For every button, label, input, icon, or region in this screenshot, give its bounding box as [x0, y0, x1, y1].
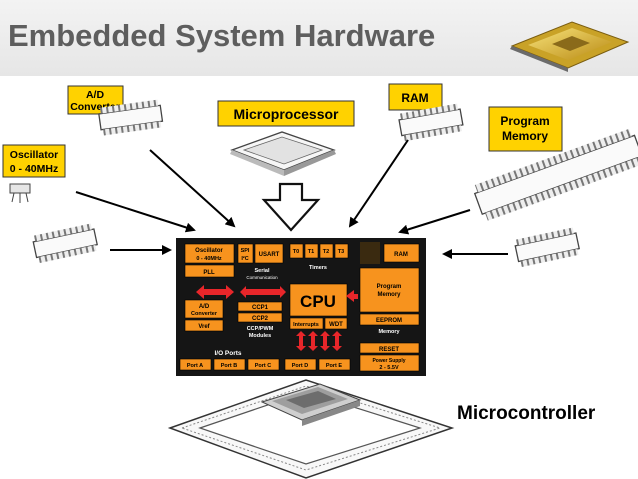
ram-chip: [398, 103, 464, 142]
microcontroller-package: [167, 379, 455, 479]
connection-arrows: [75, 139, 508, 259]
mcu-usart: USART: [259, 252, 280, 258]
bus-arrows: [196, 285, 358, 351]
mcu-cpu: CPU: [300, 292, 336, 311]
left-chip: [32, 223, 98, 263]
mcu-interrupts: Interrupts: [293, 322, 319, 328]
big-down-arrow: [261, 182, 321, 232]
mcu-memory-label: Memory: [378, 329, 400, 335]
mcu-timer-3: T3: [338, 249, 344, 255]
adc-label-line1: A/D: [86, 89, 105, 101]
mcu-port-e: Port E: [326, 363, 343, 369]
ram-label: RAM: [388, 83, 443, 111]
program-memory-label: Program Memory: [488, 106, 563, 152]
arrow-oscillator: [75, 191, 196, 233]
oscillator-label-line1: Oscillator: [10, 149, 58, 161]
mcu-i2c: I²C: [241, 255, 248, 262]
mcu-eeprom: EEPROM: [376, 318, 402, 324]
mcu-serial-line2: Communication: [246, 275, 278, 280]
microprocessor-label: Microprocessor: [217, 100, 355, 127]
mcu-program-memory-line2: Memory: [377, 292, 401, 298]
mcu-reset: RESET: [379, 347, 399, 353]
arrow-adc: [149, 149, 236, 228]
mcu-timers-label: Timers: [309, 265, 327, 271]
program-memory-chip: [473, 128, 638, 221]
header-cpu-image: [510, 21, 630, 72]
adc-chip: [98, 99, 164, 136]
mcu-osc-line1: Oscillator: [195, 248, 223, 254]
right-chip: [514, 227, 580, 267]
mcu-ccp1: CCP1: [252, 305, 269, 311]
mcu-port-b: Port B: [221, 363, 238, 369]
mcu-osc-line2: 0 - 40MHz: [196, 256, 222, 262]
mcu-vref: Vref: [198, 324, 210, 330]
mcu-pll: PLL: [203, 270, 215, 276]
mcu-adc-line2: Converter: [191, 311, 218, 317]
mcu-io-ports: I/O Ports: [214, 350, 241, 357]
mcu-ccp-modules-line2: Modules: [249, 333, 271, 339]
ram-label-text: RAM: [401, 91, 428, 105]
mcu-block-diagram: Oscillator 0 - 40MHz PLL SPI I²C USART S…: [176, 238, 426, 376]
oscillator-label-line2: 0 - 40MHz: [10, 163, 58, 175]
mcu-power-line2: 2 - 5.5V: [379, 365, 399, 371]
mcu-wdt: WDT: [329, 322, 343, 328]
oscillator-crystal: [9, 183, 31, 203]
microprocessor-label-text: Microprocessor: [233, 106, 339, 122]
mcu-port-a: Port A: [187, 363, 203, 369]
program-memory-label-line2: Memory: [502, 129, 548, 143]
arrow-ram: [348, 139, 409, 228]
mcu-spi: SPI: [241, 248, 250, 254]
microcontroller-label: Microcontroller: [457, 403, 596, 424]
arrow-program-memory: [398, 209, 471, 235]
oscillator-label: Oscillator 0 - 40MHz: [2, 144, 66, 178]
mcu-port-c: Port C: [255, 363, 272, 369]
mcu-adc-line1: A/D: [199, 304, 210, 310]
mcu-timer-2: T2: [323, 249, 329, 255]
mcu-ccp-modules-line1: CCP/PWM: [247, 326, 274, 332]
mcu-ccp2: CCP2: [252, 316, 269, 322]
slide-title: Embedded System Hardware: [8, 18, 436, 53]
mcu-ram: RAM: [394, 252, 408, 258]
mcu-program-memory-line1: Program: [377, 284, 402, 290]
mcu-timer-0: T0: [293, 249, 299, 255]
program-memory-label-line1: Program: [500, 114, 549, 128]
mcu-timer-1: T1: [308, 249, 314, 255]
mcu-port-d: Port D: [292, 363, 309, 369]
mcu-power-line1: Power Supply: [372, 358, 405, 364]
microprocessor-chip: [230, 131, 336, 176]
mcu-serial-line1: Serial: [255, 268, 270, 274]
